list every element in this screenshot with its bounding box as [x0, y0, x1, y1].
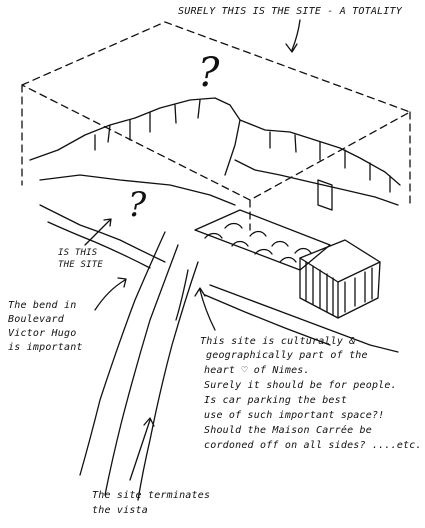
street-edge-upper-right [239, 119, 401, 186]
note-line-1: This site is culturally & [200, 336, 356, 347]
site-volume-outline [21, 21, 411, 231]
question-mark-small: ? [128, 185, 147, 225]
car-park [194, 209, 331, 271]
arrow-vista [129, 417, 155, 481]
is-this-label-1: IS THIS [58, 248, 98, 258]
note-line-6: use of such important space?! [204, 410, 385, 421]
arrow-bend [94, 277, 127, 311]
bend-label-4: is important [8, 342, 83, 353]
caption-arrow [285, 19, 301, 53]
note-line-2: geographically part of the [206, 350, 368, 361]
is-this-label-2: THE SITE [58, 260, 103, 270]
arrow-note [194, 287, 216, 331]
bend-label-1: The bend in [8, 300, 77, 311]
bend-label-2: Boulevard [8, 314, 64, 325]
note-line-5: Is car parking the best [204, 395, 348, 406]
boulevard-line-1 [39, 204, 166, 263]
bend-label-3: Victor Hugo [8, 328, 77, 339]
maison-carree [299, 239, 381, 319]
boulevard-line-3 [79, 231, 166, 476]
note-line-7: Should the Maison Carrée be [204, 425, 372, 436]
question-mark-big: ? [198, 50, 220, 96]
boulevard-line-2 [47, 221, 151, 269]
note-line-8: cordoned off on all sides? ....etc. [204, 440, 422, 451]
top-caption: SURELY THIS IS THE SITE - A TOTALITY [178, 6, 402, 17]
boulevard-line-5 [137, 261, 199, 501]
arrow-is-this [84, 218, 112, 246]
vista-label-2: the vista [92, 505, 148, 516]
vista-label-1: The site terminates [92, 490, 211, 501]
boulevard-line-4 [104, 244, 179, 496]
note-line-3: heart ♡ of Nimes. [204, 365, 310, 376]
note-line-4: Surely it should be for people. [204, 380, 397, 391]
street-edge-upper-left [29, 97, 241, 176]
